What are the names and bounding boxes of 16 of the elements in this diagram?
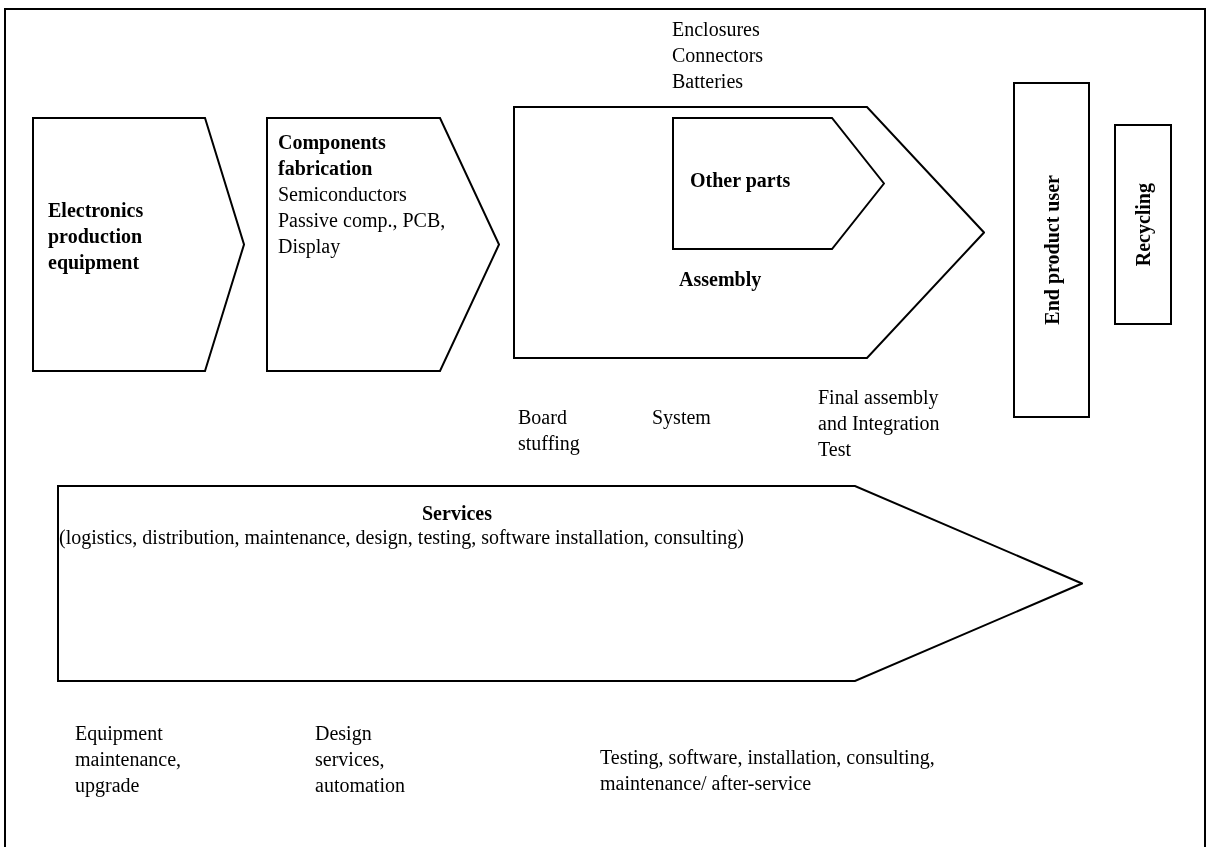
- stage-title: Other parts: [690, 168, 791, 193]
- stage-label: Final assembly and Integration Test: [818, 385, 941, 462]
- stage-label: Board stuffing: [518, 405, 581, 456]
- stage-title: Components fabrication: [278, 130, 387, 181]
- stage-title: Services: [421, 501, 493, 525]
- stage-title: Assembly: [679, 267, 762, 292]
- parts-list: Enclosures Connectors Batteries: [672, 16, 812, 94]
- stage-label: System: [652, 405, 712, 430]
- stage-label: Recycling: [1131, 182, 1156, 267]
- stage-label: End product user: [1039, 175, 1064, 325]
- stage-description: (logistics, distribution, maintenance, design, testing, software installation, consulting): [59, 525, 745, 549]
- service-label: Equipment maintenance, upgrade: [75, 721, 183, 798]
- service-label: Testing, software, installation, consulting, maintenance/ after-service: [600, 745, 936, 796]
- stage-description: Semiconductors Passive comp., PCB, Display: [278, 182, 447, 259]
- stage-title: Electronics production equipment: [48, 198, 145, 275]
- service-label: Design services, automation: [315, 721, 406, 798]
